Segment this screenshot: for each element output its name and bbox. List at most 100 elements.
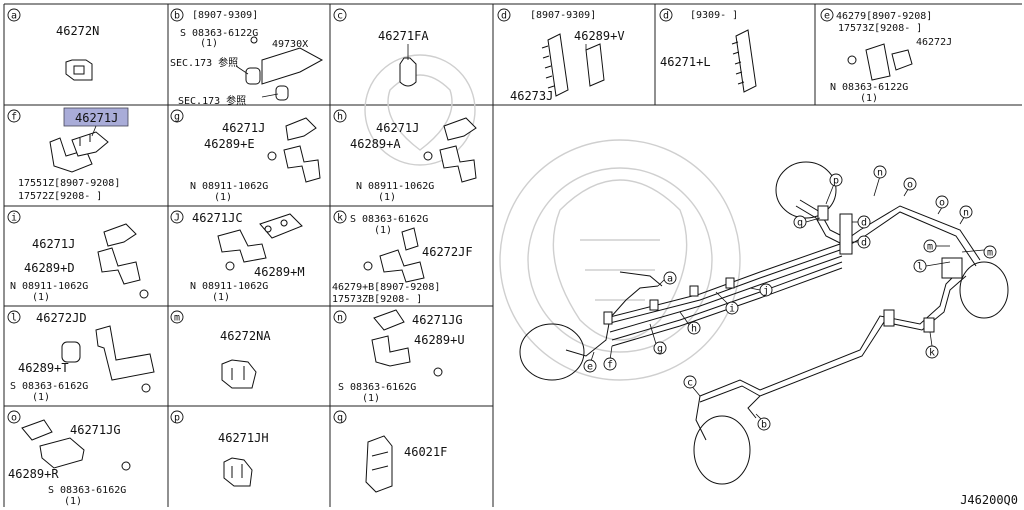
- panel-p-hitarea[interactable]: [169, 407, 329, 507]
- part-number[interactable]: 46289+U: [414, 333, 465, 347]
- panel-d-early[interactable]: d [8907-9309] 46289+V 46273J: [494, 5, 654, 104]
- part-number[interactable]: 46271+L: [660, 55, 711, 69]
- panel-i-hitarea[interactable]: [5, 207, 167, 305]
- part-number[interactable]: 46279[8907-9208]: [836, 11, 932, 22]
- panel-c[interactable]: c 46271FA: [331, 5, 492, 104]
- part-number[interactable]: 46289+A: [350, 137, 401, 151]
- panel-f-hitarea[interactable]: [5, 106, 167, 205]
- part-number[interactable]: 46279+B[8907-9208]: [332, 282, 440, 293]
- panel-m-hitarea[interactable]: [169, 307, 329, 405]
- part-number[interactable]: 46271JG: [70, 423, 121, 437]
- part-number[interactable]: 46271J: [32, 237, 75, 251]
- callout-h[interactable]: h: [687, 321, 701, 335]
- callout-o[interactable]: o: [935, 195, 949, 209]
- panel-j-hitarea[interactable]: [169, 207, 329, 305]
- panel-k[interactable]: k S 08363-6162G (1) 46272JF 46279+B[8907…: [331, 207, 492, 305]
- panel-g[interactable]: g 46271J 46289+E N 08911-1062G (1): [169, 106, 329, 205]
- callout-j[interactable]: j: [759, 283, 773, 297]
- part-number[interactable]: N 08911-1062G: [10, 281, 88, 292]
- panel-l-hitarea[interactable]: [5, 307, 167, 405]
- part-number[interactable]: 17551Z[8907-9208]: [18, 178, 120, 189]
- section-reference[interactable]: SEC.173 参照: [178, 94, 246, 107]
- callout-g[interactable]: g: [653, 341, 667, 355]
- part-number[interactable]: S 08363-6162G: [338, 382, 416, 393]
- part-number[interactable]: S 08363-6122G: [180, 28, 258, 39]
- panel-q[interactable]: q 46021F: [331, 407, 492, 507]
- panel-q-hitarea[interactable]: [331, 407, 492, 507]
- part-number[interactable]: 17572Z[9208- ]: [18, 191, 102, 202]
- callout-p[interactable]: p: [829, 173, 843, 187]
- part-number[interactable]: 46271J: [376, 121, 419, 135]
- callout-m[interactable]: m: [923, 239, 937, 253]
- part-number[interactable]: 46271FA: [378, 29, 429, 43]
- callout-o[interactable]: o: [903, 177, 917, 191]
- part-number[interactable]: 46273J: [510, 89, 553, 103]
- part-number[interactable]: 46289+M: [254, 265, 305, 279]
- panel-m[interactable]: m 46272NA: [169, 307, 329, 405]
- part-number[interactable]: 46289+E: [204, 137, 255, 151]
- part-number[interactable]: N 08911-1062G: [356, 181, 434, 192]
- callout-e[interactable]: e: [583, 359, 597, 373]
- panel-d-late[interactable]: d [9309- ] 46271+L: [656, 5, 814, 104]
- panel-e[interactable]: e 46279[8907-9208] 17573Z[9208- ] 46272J…: [816, 5, 1021, 104]
- panel-c-hitarea[interactable]: [331, 5, 492, 104]
- panel-o[interactable]: o 46271JG 46289+R S 08363-6162G (1): [5, 407, 167, 507]
- part-number[interactable]: 46271JH: [218, 431, 269, 445]
- part-number[interactable]: 46271JC: [192, 211, 243, 225]
- part-number[interactable]: 46289+D: [24, 261, 75, 275]
- panel-o-hitarea[interactable]: [5, 407, 167, 507]
- callout-k[interactable]: k: [925, 345, 939, 359]
- panel-p[interactable]: p 46271JH: [169, 407, 329, 507]
- callout-d[interactable]: d: [857, 235, 871, 249]
- panel-d-late-hitarea[interactable]: [656, 5, 814, 104]
- part-number[interactable]: 46272NA: [220, 329, 271, 343]
- callout-c[interactable]: c: [683, 375, 697, 389]
- panel-e-hitarea[interactable]: [816, 5, 1021, 104]
- callout-n[interactable]: n: [873, 165, 887, 179]
- panel-a-hitarea[interactable]: [5, 5, 167, 104]
- part-number[interactable]: 46271JG: [412, 313, 463, 327]
- callout-d[interactable]: d: [857, 215, 871, 229]
- callout-l[interactable]: l: [913, 259, 927, 273]
- part-number[interactable]: 46272JD: [36, 311, 87, 325]
- panel-l[interactable]: l 46272JD 46289+T S 08363-6162G (1): [5, 307, 167, 405]
- part-number[interactable]: 17573ZB[9208- ]: [332, 294, 422, 305]
- part-number[interactable]: N 08911-1062G: [190, 281, 268, 292]
- part-number[interactable]: N 08363-6122G: [830, 82, 908, 93]
- panel-h-hitarea[interactable]: [331, 106, 492, 205]
- panel-n[interactable]: n 46271JG 46289+U S 08363-6162G (1): [331, 307, 492, 405]
- callout-a[interactable]: a: [663, 271, 677, 285]
- section-reference[interactable]: SEC.173 参照: [170, 56, 238, 69]
- part-number[interactable]: 49730X: [272, 39, 308, 50]
- part-number[interactable]: 46289+V: [574, 29, 625, 43]
- panel-n-hitarea[interactable]: [331, 307, 492, 405]
- part-number[interactable]: S 08363-6162G: [10, 381, 88, 392]
- part-number[interactable]: 46289+R: [8, 467, 59, 481]
- part-number[interactable]: 46271J: [222, 121, 265, 135]
- part-number[interactable]: S 08363-6162G: [350, 214, 428, 225]
- callout-b[interactable]: b: [757, 417, 771, 431]
- part-number[interactable]: 46272JF: [422, 245, 473, 259]
- callout-f[interactable]: f: [603, 357, 617, 371]
- callout-m[interactable]: m: [983, 245, 997, 259]
- part-number[interactable]: 46021F: [404, 445, 447, 459]
- part-number[interactable]: 17573Z[9208- ]: [838, 23, 922, 34]
- callout-q[interactable]: q: [793, 215, 807, 229]
- panel-j[interactable]: J 46271JC 46289+M N 08911-1062G (1): [169, 207, 329, 305]
- part-number[interactable]: N 08911-1062G: [190, 181, 268, 192]
- part-number[interactable]: S 08363-6162G: [48, 485, 126, 496]
- panel-a[interactable]: a 46272N: [5, 5, 167, 104]
- panel-b-hitarea[interactable]: [169, 5, 329, 104]
- panel-d-early-hitarea[interactable]: [494, 5, 654, 104]
- panel-f[interactable]: f 46271J 17551Z[8907-9208] 17572Z[9208- …: [5, 106, 167, 205]
- part-number[interactable]: 46272J: [916, 37, 952, 48]
- part-number[interactable]: 46289+T: [18, 361, 69, 375]
- panel-k-hitarea[interactable]: [331, 207, 492, 305]
- panel-h[interactable]: h 46271J 46289+A N 08911-1062G (1): [331, 106, 492, 205]
- part-number[interactable]: 46272N: [56, 24, 99, 38]
- callout-n[interactable]: n: [959, 205, 973, 219]
- highlighted-part-number[interactable]: 46271J: [75, 111, 118, 125]
- panel-i[interactable]: i 46271J 46289+D N 08911-1062G (1): [5, 207, 167, 305]
- panel-b[interactable]: b [8907-9309] S 08363-6122G (1) 49730X S…: [169, 5, 329, 107]
- panel-g-hitarea[interactable]: [169, 106, 329, 205]
